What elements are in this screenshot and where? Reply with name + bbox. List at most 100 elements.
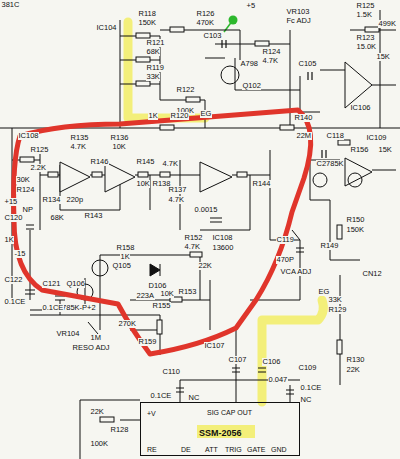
part-label: -15	[14, 250, 26, 258]
pin-name: TRIG	[225, 446, 242, 453]
part-label: CN12	[362, 270, 382, 278]
part-label: RESO ADJ	[72, 344, 110, 352]
part-label: 68K	[50, 214, 64, 222]
ic-box: SSM-2056+VSIG CAP OUTREDEATTTRIGGATEGND	[140, 402, 300, 456]
part-label: R120	[170, 112, 189, 120]
part-label: 381C	[1, 1, 20, 9]
region-outline	[14, 110, 311, 354]
part-label: R143	[84, 212, 103, 220]
part-label: 4.7K	[162, 160, 178, 168]
part-label: R128	[110, 426, 129, 434]
part-label: Q106	[66, 280, 85, 288]
part-label: 15K	[378, 146, 392, 154]
part-label: IC108	[18, 132, 39, 140]
part-label: 1K	[120, 253, 130, 261]
part-label: 4.7K	[262, 57, 278, 65]
part-label: C119	[276, 236, 294, 244]
part-label: Fc ADJ	[286, 17, 311, 25]
part-label: C103	[203, 32, 222, 40]
part-label: 150K	[138, 19, 157, 27]
part-label: Q102	[242, 82, 261, 90]
part-label: 0.1CE	[300, 384, 322, 392]
part-label: A798	[240, 60, 259, 68]
part-label: R152	[184, 234, 203, 242]
part-label: C107	[228, 356, 247, 364]
pin-name: +V	[147, 410, 156, 417]
part-label: 68K	[146, 48, 160, 56]
ic-name: SSM-2056	[199, 429, 242, 438]
part-label: IC109	[366, 134, 387, 142]
part-label: R146	[90, 158, 109, 166]
part-label: 0.0015	[194, 206, 218, 214]
part-label: 0.047	[268, 376, 288, 384]
part-label: 15K	[376, 53, 390, 61]
part-label: R149	[320, 242, 339, 250]
part-label: C105	[298, 60, 317, 68]
part-label: R153	[178, 288, 197, 296]
part-label: R145	[136, 158, 155, 166]
part-label: 0.1CE	[150, 392, 172, 400]
highlight	[197, 425, 255, 438]
part-label: 1K	[148, 112, 158, 120]
part-label: 22K	[90, 408, 104, 416]
pin-name: ATT	[205, 446, 218, 453]
pin-name: DE	[181, 446, 191, 453]
part-label: D106	[148, 282, 167, 290]
part-label: C122	[4, 276, 23, 284]
part-label: R140	[294, 114, 313, 122]
part-label: R122	[176, 86, 195, 94]
part-label: R135	[70, 134, 89, 142]
part-label: 470K	[196, 19, 215, 27]
part-label: 13600	[212, 244, 234, 252]
part-label: 4.7K	[184, 243, 200, 251]
part-label: VR104	[56, 330, 80, 338]
part-label: 33K	[328, 296, 342, 304]
resistor-symbol	[20, 27, 379, 422]
part-label: 0.1CE	[4, 298, 26, 306]
part-label: 150K	[346, 226, 365, 234]
part-label: IC107	[204, 342, 225, 350]
part-label: R156	[350, 146, 369, 154]
part-label: 499K	[378, 20, 397, 28]
part-label: R121	[146, 39, 165, 47]
part-label: R119	[146, 64, 164, 72]
part-label: R130	[346, 356, 365, 364]
part-label: IC106	[350, 104, 371, 112]
part-label: R150	[346, 216, 365, 224]
part-label: R144	[252, 180, 271, 188]
part-label: C109	[298, 364, 317, 372]
part-label: EG	[200, 110, 212, 118]
part-label: C121	[42, 280, 61, 288]
part-label: 2.2K	[30, 164, 46, 172]
part-label: 270K	[118, 320, 137, 328]
part-label: NP	[22, 206, 33, 214]
part-label: 223A	[136, 292, 155, 300]
part-label: R159	[138, 338, 157, 346]
pin-name: RE	[147, 446, 157, 453]
part-label: 10K	[160, 290, 174, 298]
part-label: +5	[246, 2, 256, 10]
part-label: R155	[152, 302, 171, 310]
transistor-symbol	[77, 66, 362, 300]
marker-dot	[229, 16, 238, 25]
capacitor-symbol	[25, 40, 326, 394]
part-label: 1M	[90, 334, 101, 342]
part-label: NC	[188, 394, 200, 402]
part-label: 22K	[346, 366, 360, 374]
part-label: C118	[326, 132, 344, 140]
part-label: C2785K	[316, 160, 344, 168]
part-label: 4.7K	[168, 196, 184, 204]
wire	[0, 10, 400, 459]
part-label: R123	[356, 34, 375, 42]
part-label: R137	[168, 186, 187, 194]
part-label: 15.0K	[356, 43, 377, 51]
part-label: 1.5K	[356, 11, 372, 19]
part-label: R125	[356, 2, 375, 10]
part-label: R125	[30, 146, 49, 154]
part-label: 470P	[276, 256, 295, 264]
part-label: 0.1CE	[42, 304, 64, 312]
part-label: 22K	[198, 262, 212, 270]
part-label: C120	[4, 214, 23, 222]
part-label: C106	[262, 358, 281, 366]
